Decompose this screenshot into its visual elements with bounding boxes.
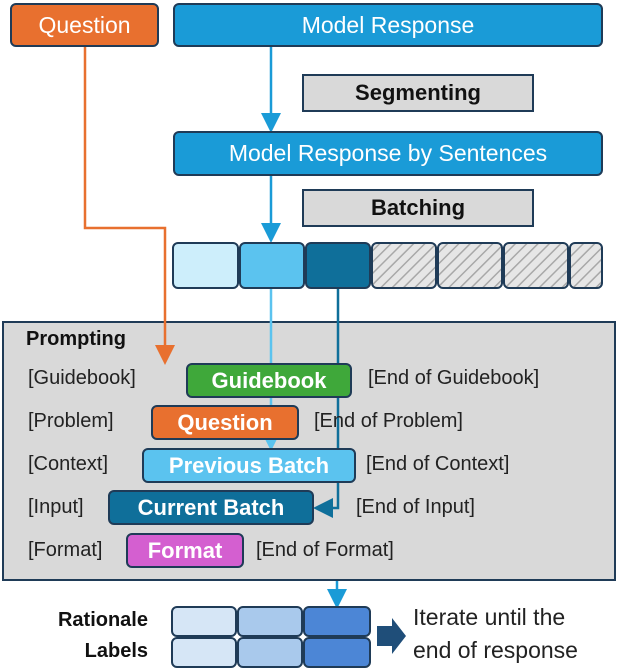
context-open-tag: [Context] — [28, 453, 109, 475]
current-batch-arrow — [313, 288, 340, 518]
label-cell-1-1 — [171, 606, 237, 637]
input-close-tag: [End of Input] — [356, 496, 475, 518]
label-cell-2-3 — [303, 637, 371, 668]
batch-cell-2 — [239, 242, 305, 289]
format-open-tag: [Format] — [28, 539, 103, 561]
batch-cell-5 — [437, 242, 503, 289]
format-close-tag: [End of Format] — [256, 539, 394, 561]
segmenting-box: Segmenting — [302, 74, 534, 112]
format-box: Format — [126, 533, 244, 568]
input-open-tag: [Input] — [28, 496, 84, 518]
current-batch-label: Current Batch — [137, 494, 285, 520]
model-response-label: Model Response — [301, 11, 475, 38]
batch-cell-4 — [371, 242, 437, 289]
prompting-title: Prompting — [26, 328, 126, 350]
label-cell-1-2 — [237, 606, 303, 637]
batch-cell-3 — [305, 242, 371, 289]
guidebook-close-tag: [End of Guidebook] — [368, 367, 540, 389]
iterate-arrow-icon — [377, 618, 406, 654]
rationale-label: Rationale — [57, 609, 148, 631]
context-close-tag: [End of Context] — [366, 453, 510, 475]
segmenting-label: Segmenting — [355, 80, 481, 105]
previous-batch-box: Previous Batch — [142, 448, 356, 483]
label-cell-2-2 — [237, 637, 303, 668]
previous-batch-label: Previous Batch — [168, 452, 330, 478]
question-box: Question — [10, 3, 159, 47]
guidebook-box: Guidebook — [186, 363, 352, 398]
batching-label: Batching — [370, 195, 466, 220]
format-label: Format — [147, 537, 223, 563]
label-cell-1-3 — [303, 606, 371, 637]
iterate-text-line-2: end of response — [413, 637, 578, 663]
batching-box: Batching — [302, 189, 534, 227]
model-response-by-sentences-box: Model Response by Sentences — [173, 131, 603, 176]
problem-close-tag: [End of Problem] — [314, 410, 463, 432]
label-cell-2-1 — [171, 637, 237, 668]
model-response-box: Model Response — [173, 3, 603, 47]
problem-open-tag: [Problem] — [28, 410, 114, 432]
question-arrow — [83, 47, 175, 365]
question-prompt-box: Question — [151, 405, 299, 440]
guidebook-label: Guidebook — [211, 367, 327, 393]
question-prompt-label: Question — [177, 409, 273, 435]
batch-cell-1 — [172, 242, 239, 289]
batch-cell-7 — [569, 242, 603, 289]
current-batch-box: Current Batch — [108, 490, 314, 525]
iterate-text-line-1: Iterate until the — [413, 604, 566, 630]
batch-cell-6 — [503, 242, 569, 289]
model-response-by-sentences-label: Model Response by Sentences — [228, 140, 548, 166]
guidebook-open-tag: [Guidebook] — [28, 367, 136, 389]
labels-label: Labels — [84, 640, 148, 662]
question-box-label: Question — [38, 11, 131, 38]
